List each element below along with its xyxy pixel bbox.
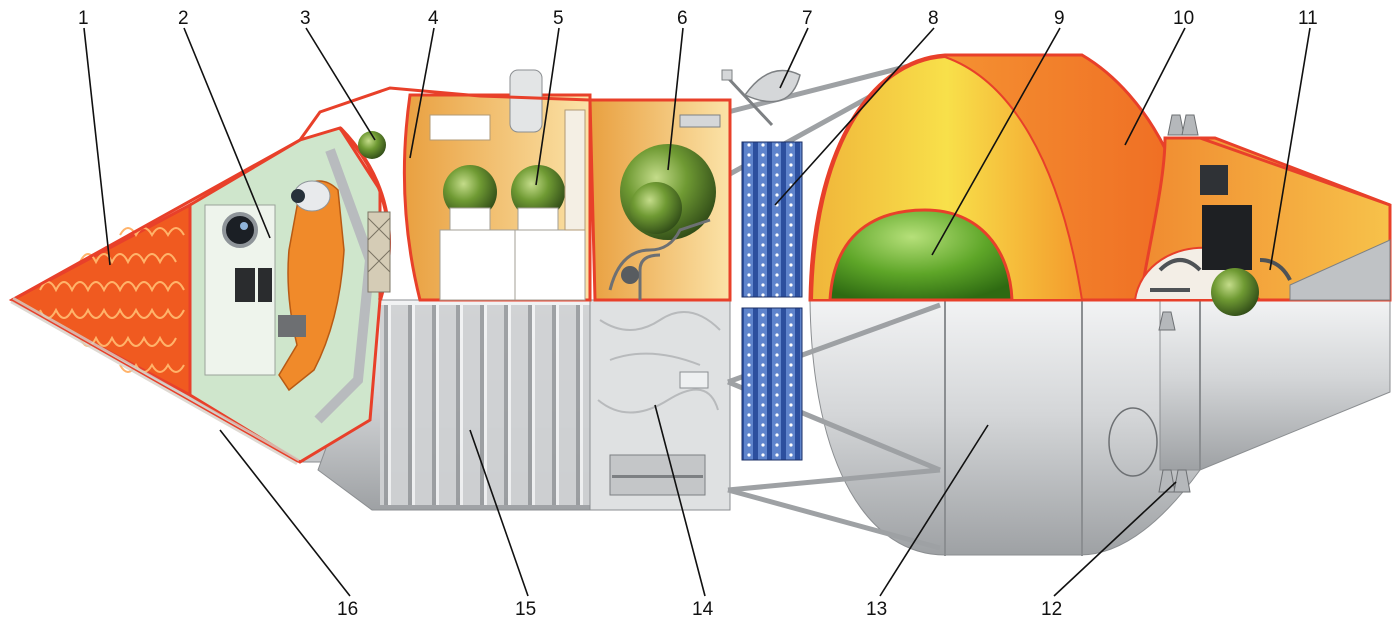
tank-inspection-port bbox=[1108, 407, 1158, 477]
callout-9: 9 bbox=[1054, 8, 1065, 29]
callout-5: 5 bbox=[553, 8, 564, 29]
engine-control-unit bbox=[1200, 165, 1228, 195]
porthole-icon bbox=[222, 212, 258, 248]
propellant-tank-lower-shell bbox=[809, 299, 1201, 556]
antenna-dish-icon bbox=[721, 69, 801, 127]
engine-gas-bottle bbox=[1211, 268, 1259, 316]
nose-heat-shield bbox=[8, 202, 192, 398]
leader-lines bbox=[83, 27, 1311, 597]
gas-bottle-right bbox=[511, 165, 565, 219]
small-pressure-sphere bbox=[630, 182, 682, 234]
cosmonaut-figure-icon bbox=[278, 148, 376, 424]
inner-spherical-tank bbox=[828, 208, 1014, 302]
callout-8: 8 bbox=[928, 8, 939, 29]
callout-3: 3 bbox=[300, 8, 311, 29]
radiator-panel-lower bbox=[741, 307, 803, 461]
callout-13: 13 bbox=[866, 599, 887, 620]
cutaway bbox=[8, 53, 1392, 493]
callout-1: 1 bbox=[78, 8, 89, 29]
callout-14: 14 bbox=[692, 599, 714, 620]
main-engine-nozzle bbox=[1289, 239, 1391, 301]
callout-16: 16 bbox=[337, 599, 358, 620]
engine-section-lower-shell bbox=[1159, 299, 1391, 471]
cutaway-outline bbox=[11, 53, 1391, 302]
radiator-panel-upper bbox=[741, 141, 803, 298]
callout-2: 2 bbox=[178, 8, 189, 29]
hatch-porthole-sphere bbox=[358, 131, 386, 159]
callout-15: 15 bbox=[515, 599, 536, 620]
callout-labels: 1 2 3 4 5 6 7 8 9 10 11 12 13 14 15 16 bbox=[78, 8, 1318, 620]
callout-10: 10 bbox=[1173, 8, 1194, 29]
callout-11: 11 bbox=[1298, 8, 1318, 29]
callout-4: 4 bbox=[428, 8, 439, 29]
heat-shield-coils bbox=[39, 227, 185, 373]
callout-7: 7 bbox=[802, 8, 813, 29]
dorsal-equipment-canister bbox=[509, 69, 543, 133]
gas-bottle-left bbox=[443, 165, 497, 219]
callout-6: 6 bbox=[677, 8, 688, 29]
callout-12: 12 bbox=[1041, 599, 1062, 620]
